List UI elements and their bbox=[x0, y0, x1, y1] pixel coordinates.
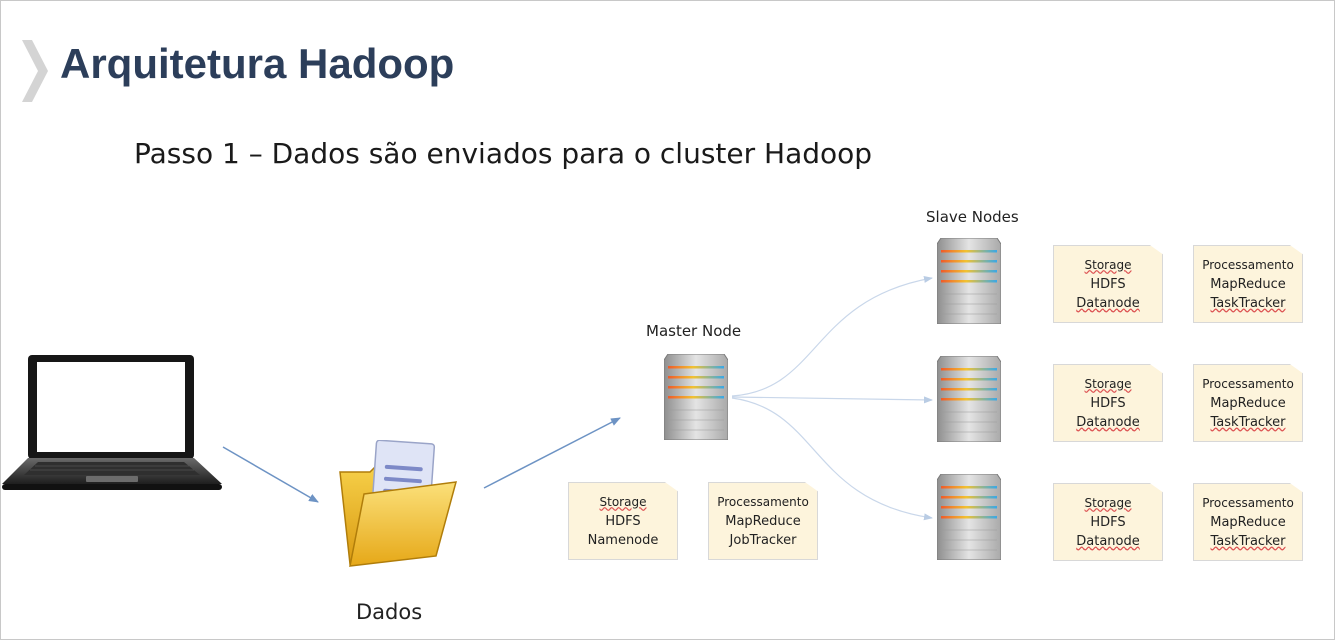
folder-icon bbox=[339, 440, 458, 567]
note-line-2: MapReduce bbox=[1210, 514, 1286, 530]
master-processing-note: Processamento MapReduce JobTracker bbox=[708, 482, 818, 560]
note-line-3: Datanode bbox=[1076, 295, 1140, 311]
note-line-2: HDFS bbox=[605, 513, 641, 529]
note-line-1: Processamento bbox=[1202, 257, 1294, 272]
note-line-3: Datanode bbox=[1076, 414, 1140, 430]
master-node-label: Master Node bbox=[646, 322, 742, 340]
note-line-1: Processamento bbox=[1202, 495, 1294, 510]
note-line-2: MapReduce bbox=[1210, 395, 1286, 411]
slave-storage-note: Storage HDFS Datanode bbox=[1053, 364, 1163, 442]
note-line-2: HDFS bbox=[1090, 514, 1126, 530]
master-server-icon bbox=[664, 354, 728, 440]
slave-server-icon bbox=[937, 238, 1001, 324]
slave-server-icon bbox=[937, 356, 1001, 442]
note-line-3: TaskTracker bbox=[1210, 295, 1286, 311]
note-line-2: MapReduce bbox=[1210, 276, 1286, 292]
note-line-1: Processamento bbox=[717, 494, 809, 509]
note-line-1: Storage bbox=[1084, 376, 1132, 391]
slave-storage-note: Storage HDFS Datanode bbox=[1053, 245, 1163, 323]
data-label: Dados bbox=[356, 600, 423, 624]
slave-processing-note: Processamento MapReduce TaskTracker bbox=[1193, 364, 1303, 442]
slave-nodes-label: Slave Nodes bbox=[926, 208, 1019, 226]
chevron-right-icon bbox=[22, 40, 48, 102]
note-line-2: HDFS bbox=[1090, 276, 1126, 292]
note-line-3: JobTracker bbox=[729, 532, 797, 548]
slave-processing-note: Processamento MapReduce TaskTracker bbox=[1193, 245, 1303, 323]
arrow-master-to-slave-2 bbox=[731, 396, 933, 404]
note-line-3: Datanode bbox=[1076, 533, 1140, 549]
slide-subtitle: Passo 1 – Dados são enviados para o clus… bbox=[134, 137, 873, 170]
arrow-folder-to-master bbox=[483, 417, 621, 489]
note-line-3: TaskTracker bbox=[1210, 414, 1286, 430]
note-line-1: Storage bbox=[599, 494, 647, 509]
note-line-1: Storage bbox=[1084, 257, 1132, 272]
note-line-3: TaskTracker bbox=[1210, 533, 1286, 549]
note-line-2: MapReduce bbox=[725, 513, 801, 529]
note-line-2: HDFS bbox=[1090, 395, 1126, 411]
slave-processing-note: Processamento MapReduce TaskTracker bbox=[1193, 483, 1303, 561]
master-storage-note: Storage HDFS Namenode bbox=[568, 482, 678, 560]
arrow-laptop-to-folder bbox=[222, 446, 319, 503]
arrow-master-to-slave-1 bbox=[731, 275, 933, 397]
slave-storage-note: Storage HDFS Datanode bbox=[1053, 483, 1163, 561]
note-line-3: Namenode bbox=[587, 532, 659, 548]
slide-title: Arquitetura Hadoop bbox=[60, 40, 455, 87]
note-line-1: Storage bbox=[1084, 495, 1132, 510]
slave-server-icon bbox=[937, 474, 1001, 560]
arrow-master-to-slave-3 bbox=[731, 397, 933, 521]
laptop-icon bbox=[2, 355, 222, 490]
note-line-1: Processamento bbox=[1202, 376, 1294, 391]
